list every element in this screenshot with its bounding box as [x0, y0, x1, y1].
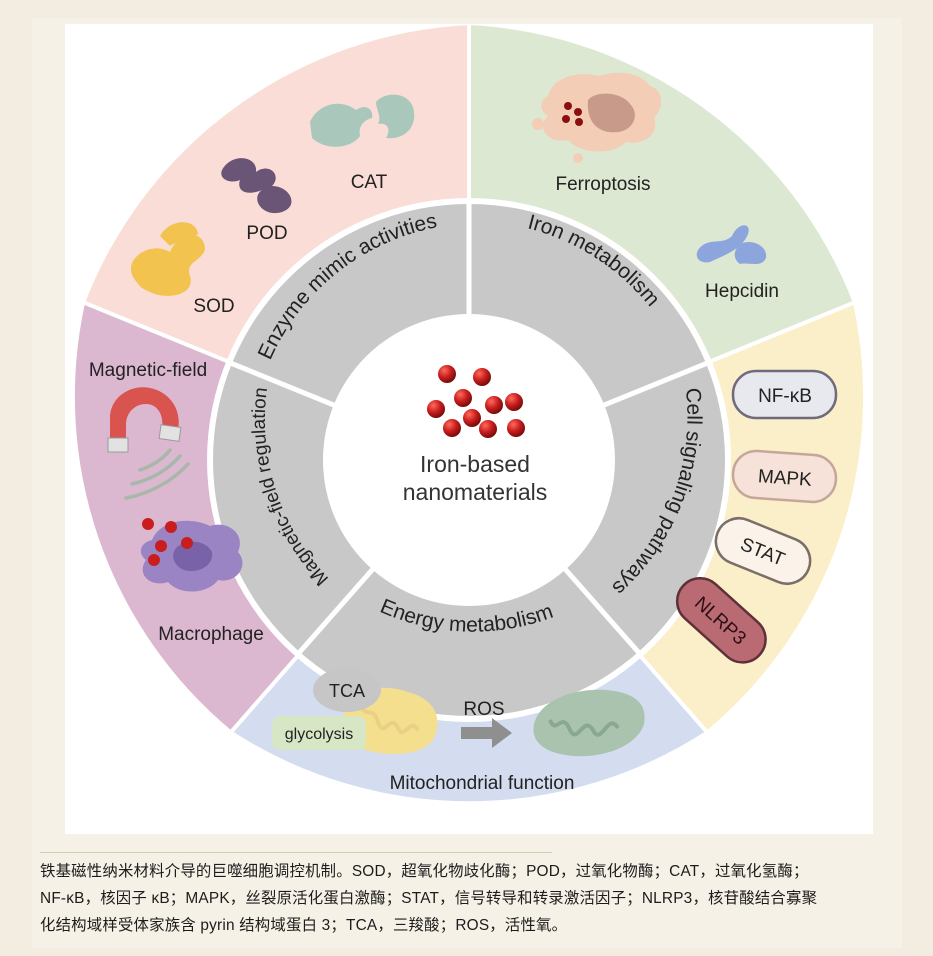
mechanism-diagram: Enzyme mimic activities Iron metabolism …	[74, 25, 864, 802]
enzyme-pod-icon	[221, 158, 292, 214]
enzyme-sod-icon	[130, 222, 205, 296]
damaged-mitochondrion-icon	[533, 689, 645, 757]
caption-divider	[40, 852, 552, 853]
hepcidin-icon	[696, 225, 767, 264]
label-cat: CAT	[351, 172, 388, 193]
label-macrophage: Macrophage	[158, 624, 264, 645]
arrow-right-icon	[461, 718, 512, 748]
pill-mapk: MAPK	[731, 449, 838, 504]
svg-text:MAPK: MAPK	[757, 466, 813, 491]
label-ferroptosis: Ferroptosis	[555, 174, 650, 195]
pill-stat: STAT	[714, 517, 812, 585]
label-sod: SOD	[193, 296, 234, 317]
label-mitochondrial-function: Mitochondrial function	[390, 773, 575, 794]
macrophage-icon	[140, 518, 243, 592]
label-ros: ROS	[463, 699, 504, 720]
svg-text:glycolysis: glycolysis	[285, 726, 353, 743]
inner-ring	[207, 198, 731, 722]
glycolysis-bubble: glycolysis	[272, 716, 366, 750]
center-title-line1: Iron-based	[420, 451, 530, 477]
caption-line-2: NF-κB，核因子 κB；MAPK，丝裂原活化蛋白激酶；STAT，信号转导和转录…	[40, 890, 818, 907]
label-hepcidin: Hepcidin	[705, 281, 779, 302]
ferroptosis-cell-icon	[532, 72, 662, 163]
enzyme-cat-icon	[310, 94, 415, 147]
figure-caption: 铁基磁性纳米材料介导的巨噬细胞调控机制。SOD，超氧化物歧化酶；POD，过氧化物…	[40, 858, 898, 939]
svg-text:NF-κB: NF-κB	[758, 386, 812, 407]
label-pod: POD	[246, 223, 287, 244]
nanoparticle-cluster-icon	[427, 365, 525, 438]
caption-line-1: 铁基磁性纳米材料介导的巨噬细胞调控机制。SOD，超氧化物歧化酶；POD，过氧化物…	[40, 863, 809, 880]
label-magnetic-field: Magnetic-field	[89, 360, 207, 381]
field-waves-icon	[124, 448, 190, 500]
center-title-line2: nanomaterials	[403, 479, 547, 505]
caption-line-3: 化结构域样受体家族含 pyrin 结构域蛋白 3；TCA，三羧酸；ROS，活性氧…	[40, 917, 568, 934]
tca-bubble: TCA	[313, 668, 381, 712]
magnet-icon	[107, 387, 182, 453]
pill-nfkb: NF-κB	[731, 369, 838, 420]
svg-text:TCA: TCA	[329, 681, 365, 701]
